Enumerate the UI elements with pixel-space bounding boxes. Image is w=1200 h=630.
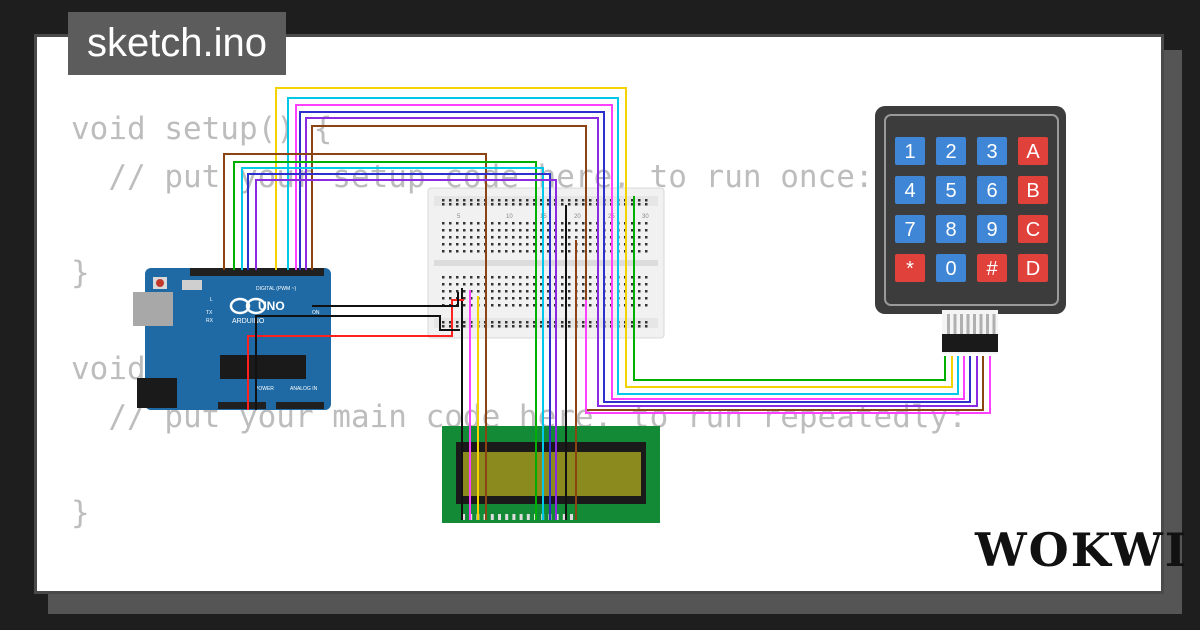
lcd-wire — [233, 161, 537, 520]
keypad-key-label: 8 — [945, 219, 956, 241]
wokwi-logo: WOKWI — [975, 523, 1189, 577]
wires — [223, 87, 991, 520]
atmega-chip — [220, 355, 306, 379]
keypad-key-7[interactable]: 7 — [895, 215, 925, 243]
lcd-wire — [241, 167, 544, 520]
keypad-wire — [311, 125, 984, 411]
ground-wire — [255, 315, 460, 410]
power-pins-label: POWER — [255, 386, 274, 392]
keypad-key-label: 2 — [945, 141, 956, 163]
lcd-screen — [463, 452, 641, 496]
keypad-key-label: C — [1026, 219, 1040, 241]
keypad-key-2[interactable]: 2 — [936, 137, 966, 165]
keypad-key-9[interactable]: 9 — [977, 215, 1007, 243]
keypad-wire — [305, 117, 978, 407]
keypad-key-label: A — [1026, 141, 1040, 163]
ground-wire — [312, 292, 459, 307]
code-line: } — [71, 255, 90, 291]
keypad-key-*[interactable]: * — [895, 254, 925, 282]
keypad-key-label: # — [986, 258, 998, 280]
sketch-filename-tab[interactable]: sketch.ino — [68, 12, 286, 75]
breadboard-col-label: 20 — [574, 214, 581, 220]
code-line: } — [71, 495, 90, 531]
keypad-key-4[interactable]: 4 — [895, 176, 925, 204]
lcd-wire — [255, 179, 557, 520]
breadboard-col-label: 10 — [506, 214, 513, 220]
keypad-wire — [287, 97, 959, 395]
keypad-key-6[interactable]: 6 — [977, 176, 1007, 204]
lcd-wire — [223, 153, 487, 520]
breadboard-col-label: 5 — [457, 214, 461, 220]
keypad-key-label: D — [1026, 258, 1040, 280]
keypad-key-8[interactable]: 8 — [936, 215, 966, 243]
keypad-key-label: 6 — [986, 180, 997, 202]
keypad-4x4[interactable]: 1 2 3 A 4 5 6 B 7 8 9 C * 0 # D — [875, 106, 1066, 354]
keypad-key-label: 9 — [986, 219, 997, 241]
keypad-wire — [585, 300, 991, 414]
keypad-key-label: 5 — [945, 180, 956, 202]
arduino-brand-label: ARDUINO — [232, 318, 265, 325]
tx-label: TX — [206, 310, 213, 316]
keypad-key-1[interactable]: 1 — [895, 137, 925, 165]
keypad-key-label: 0 — [945, 258, 956, 280]
power-wire — [247, 299, 464, 410]
rx-label: RX — [206, 318, 214, 324]
keypad-key-label: B — [1026, 180, 1039, 202]
arduino-uno-board[interactable]: UNO ARDUINO DIGITAL (PWM ~) POWER ANALOG… — [133, 268, 331, 410]
l-led-label: L — [210, 297, 213, 303]
keypad-wire — [275, 87, 953, 388]
keypad-key-label: 7 — [904, 219, 915, 241]
digital-pins-label: DIGITAL (PWM ~) — [256, 286, 296, 292]
keypad-wire — [295, 104, 965, 400]
breadboard[interactable]: 5 10 15 20 25 30 — [427, 187, 665, 339]
analog-pins-label: ANALOG IN — [290, 386, 318, 392]
power-header — [218, 402, 266, 409]
keypad-key-B[interactable]: B — [1018, 176, 1048, 204]
keypad-key-#[interactable]: # — [977, 254, 1007, 282]
usb-port — [133, 292, 173, 326]
on-label: ON — [312, 310, 320, 316]
keypad-key-3[interactable]: 3 — [977, 137, 1007, 165]
keypad-wire — [299, 111, 971, 403]
keypad-key-label: 3 — [986, 141, 997, 163]
arduino-infinity-logo — [229, 297, 267, 315]
breadboard-col-label: 30 — [642, 214, 649, 220]
keypad-key-D[interactable]: D — [1018, 254, 1048, 282]
analog-header — [276, 402, 324, 409]
lcd-wire — [247, 173, 551, 520]
keypad-key-A[interactable]: A — [1018, 137, 1048, 165]
code-line: void setup() { — [71, 111, 333, 147]
keypad-wire — [633, 196, 946, 381]
keypad-key-0[interactable]: 0 — [936, 254, 966, 282]
keypad-key-label: 1 — [904, 141, 915, 163]
keypad-key-5[interactable]: 5 — [936, 176, 966, 204]
keypad-key-C[interactable]: C — [1018, 215, 1048, 243]
digital-header — [190, 268, 324, 276]
keypad-key-label: * — [906, 258, 914, 280]
keypad-key-label: 4 — [904, 180, 915, 202]
power-jack — [137, 378, 177, 408]
